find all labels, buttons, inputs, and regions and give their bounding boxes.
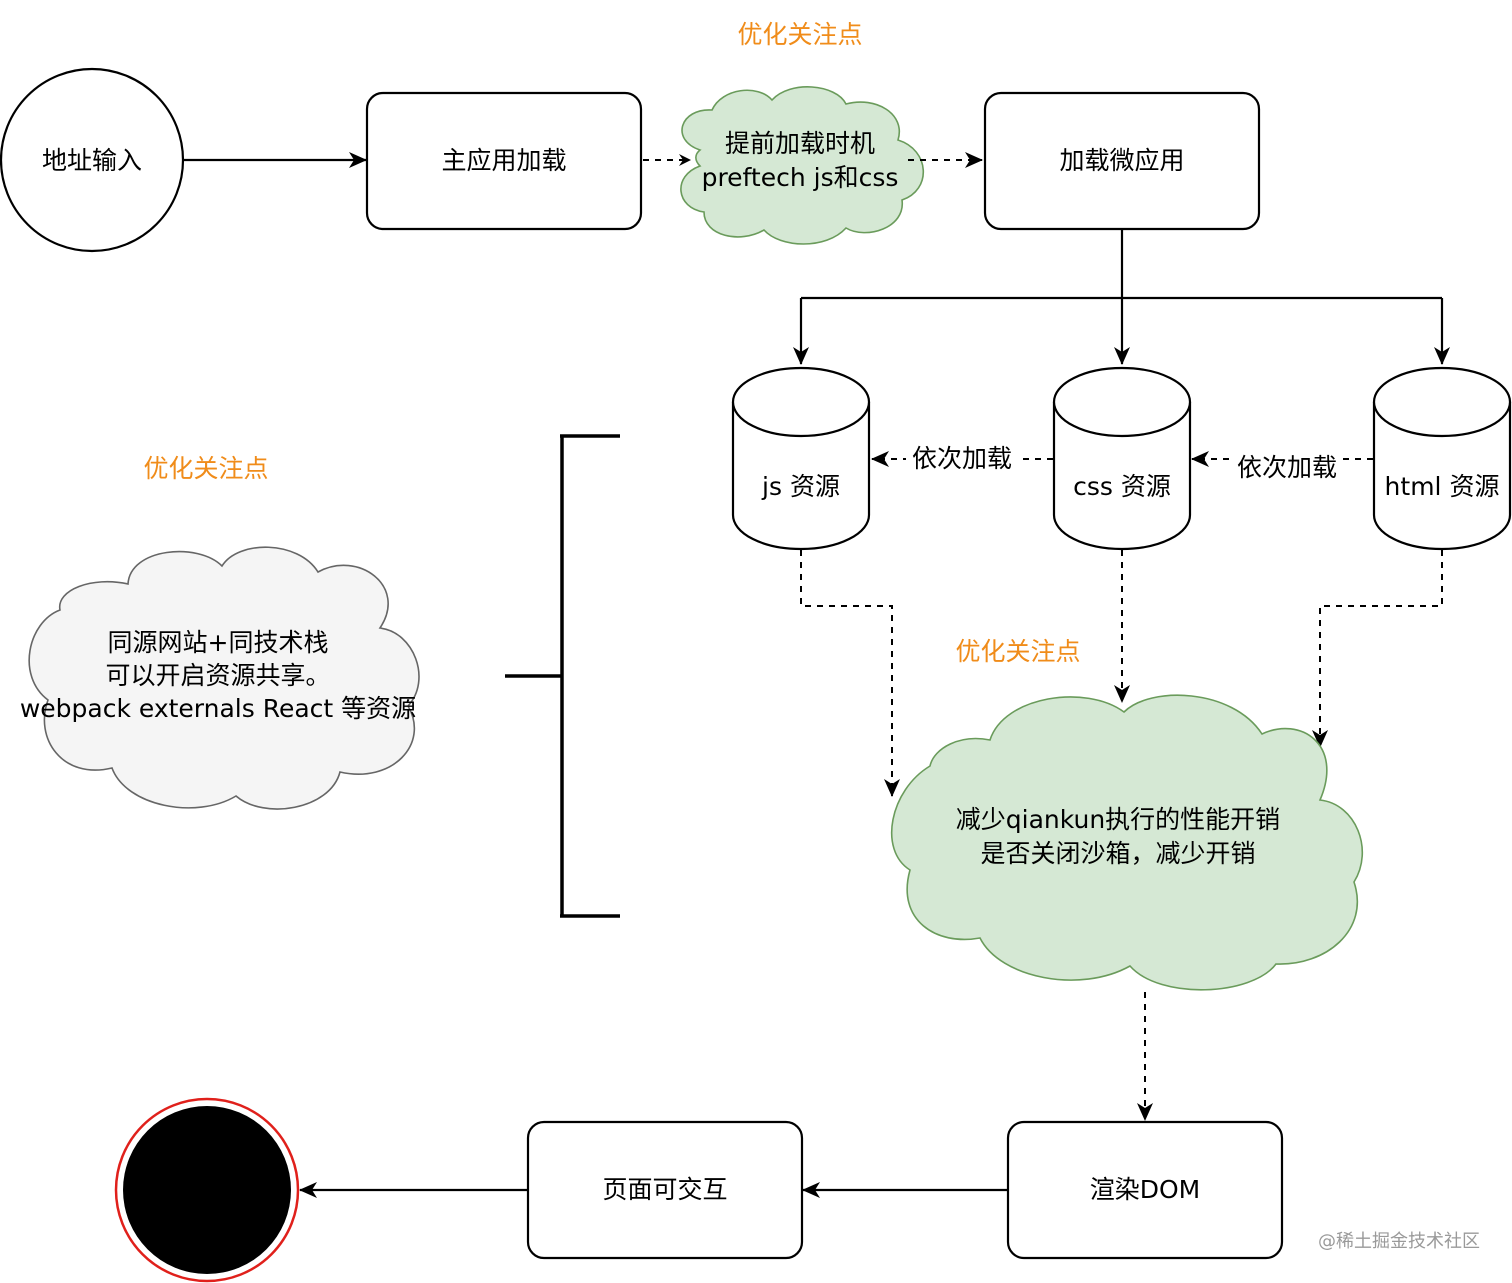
prefetch-cloud-line2: preftech js和css xyxy=(702,163,899,192)
edge-html-to-css-label-bg xyxy=(1234,451,1340,483)
main-app-label: 主应用加载 xyxy=(441,146,566,175)
watermark: @稀土掘金技术社区 xyxy=(1318,1231,1480,1252)
edge-js-to-perf xyxy=(800,550,900,797)
highlight-label-middle: 优化关注点 xyxy=(955,637,1080,666)
css-resource-node xyxy=(1052,366,1192,551)
perf-cloud-line1: 减少qiankun执行的性能开销 xyxy=(956,805,1280,834)
shared-cloud-line1: 同源网站+同技术栈 xyxy=(108,628,329,657)
css-resource-label: css 资源 xyxy=(1073,472,1171,501)
edge-css-to-js-label-bg xyxy=(906,442,1018,474)
start-node xyxy=(0,67,185,253)
load-micro-node xyxy=(983,91,1261,231)
html-resource-node xyxy=(1372,366,1512,551)
shared-resources-cloud xyxy=(28,546,420,810)
load-micro-label: 加载微应用 xyxy=(1059,146,1184,175)
main-app-node xyxy=(365,91,643,231)
js-resource-label: js 资源 xyxy=(761,472,840,501)
end-node xyxy=(123,1106,291,1274)
perf-cloud-line2: 是否关闭沙箱，减少开销 xyxy=(980,839,1255,868)
interactive-node xyxy=(526,1120,804,1260)
edge-html-to-perf xyxy=(1312,550,1443,748)
js-resource-node xyxy=(731,366,871,551)
prefetch-cloud-line1: 提前加载时机 xyxy=(725,129,875,158)
highlight-label-top: 优化关注点 xyxy=(737,20,862,49)
render-dom-label: 渲染DOM xyxy=(1090,1175,1201,1204)
start-node-label: 地址输入 xyxy=(42,146,142,175)
perf-cloud xyxy=(890,694,1363,991)
html-resource-label: html 资源 xyxy=(1385,472,1500,501)
edge-load-to-resources xyxy=(793,230,1450,365)
prefetch-cloud xyxy=(680,86,925,245)
grouping-bracket xyxy=(505,434,620,918)
highlight-label-left: 优化关注点 xyxy=(143,454,268,483)
interactive-label: 页面可交互 xyxy=(602,1175,727,1204)
edge-html-to-css-label: 依次加载 xyxy=(1237,453,1337,482)
edge-css-to-js-label: 依次加载 xyxy=(912,444,1012,473)
shared-cloud-line3: webpack externals React 等资源 xyxy=(20,694,416,723)
shared-cloud-line2: 可以开启资源共享。 xyxy=(105,661,330,690)
render-dom-node xyxy=(1006,1120,1284,1260)
